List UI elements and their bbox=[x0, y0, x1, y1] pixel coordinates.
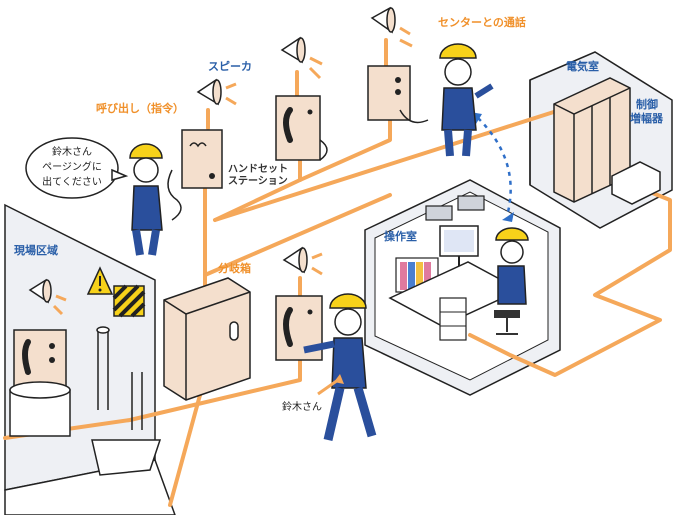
handset-station-label: ハンドセット bbox=[228, 163, 288, 175]
electrical-cabinets bbox=[553, 77, 661, 205]
suzuki-label: 鈴木さん bbox=[282, 400, 322, 413]
bubble-line-1: 鈴木さん bbox=[52, 145, 92, 158]
control-amp-label-2: 増幅器 bbox=[630, 111, 664, 125]
handset-station bbox=[367, 65, 429, 124]
control-amp-label: 制御 bbox=[636, 97, 658, 111]
tanks bbox=[9, 326, 162, 476]
warning-sign-icon bbox=[86, 266, 114, 295]
handset-station bbox=[275, 95, 328, 161]
server-units bbox=[425, 195, 485, 221]
handset-station-label-2: ステーション bbox=[228, 175, 288, 187]
speaker-label: スピーカ bbox=[208, 60, 252, 73]
handset-station bbox=[167, 129, 223, 221]
worker-paging bbox=[129, 143, 163, 256]
bubble-line-2: ページングに bbox=[42, 160, 102, 173]
speaker-icon bbox=[28, 278, 67, 316]
worker-center bbox=[439, 43, 494, 157]
junction-box bbox=[163, 277, 251, 401]
field-area-label: 現場区域 bbox=[14, 243, 58, 257]
paging-label: 呼び出し（指令） bbox=[96, 101, 184, 115]
hazard-stripes bbox=[112, 284, 146, 318]
speech-bubble: 鈴木さん ページングに 出てください bbox=[25, 137, 129, 199]
suzuki-pointer bbox=[317, 374, 344, 396]
bubble-line-3: 出てください bbox=[42, 175, 102, 188]
speaker-icon bbox=[280, 36, 323, 80]
center-call-label: センターとの通話 bbox=[438, 15, 526, 29]
office-chair bbox=[494, 310, 520, 335]
worker-operator bbox=[495, 227, 529, 305]
junction-box-label: 分岐箱 bbox=[218, 261, 251, 275]
monitor-icon bbox=[439, 225, 479, 266]
speaker-icon bbox=[196, 78, 237, 106]
electrical-room-label: 電気室 bbox=[566, 59, 599, 73]
speaker-icon bbox=[282, 246, 323, 276]
control-room-label: 操作室 bbox=[384, 229, 417, 243]
speaker-icon bbox=[370, 6, 413, 48]
handset-station bbox=[13, 329, 67, 387]
